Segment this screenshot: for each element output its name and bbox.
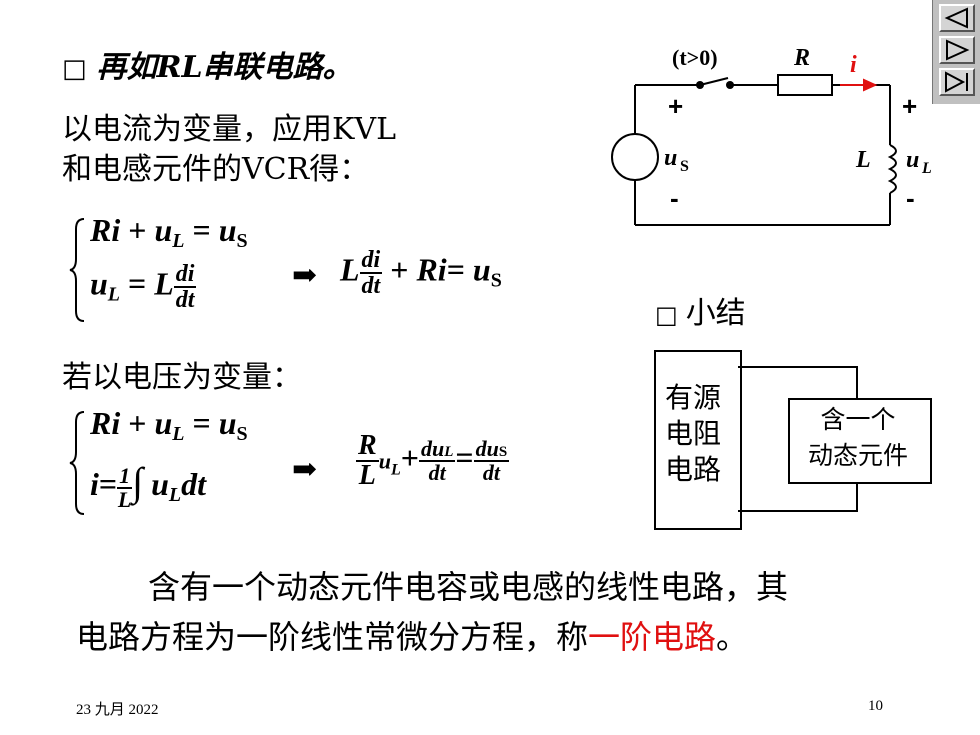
summary-heading: □小结: [655, 288, 746, 332]
prev-slide-button[interactable]: [939, 4, 975, 32]
inductor-icon: [887, 144, 897, 194]
source-label: u: [664, 145, 677, 171]
inductor-label: L: [855, 147, 871, 173]
equation-1-row-1: Ri + uL = uS: [90, 212, 248, 252]
footer-date: 23 九月 2022: [76, 702, 159, 718]
voltage-source-icon: [611, 133, 659, 181]
bullet-box-icon: □: [655, 301, 678, 329]
page-number: 10: [868, 698, 883, 714]
arrow-icon-2: ➡: [292, 452, 318, 487]
conclusion-line-1: 含有一个动态元件电容或电感的线性电路，其: [148, 568, 789, 606]
first-order-circuit-term: 一阶电路: [588, 618, 717, 656]
title-text: 再如RL串联电路。: [96, 50, 353, 85]
inner-box-dynamic-element: [788, 398, 932, 484]
triangle-right-bar-icon: [945, 71, 968, 93]
intro-line-1: 以电流为变量，应用KVL: [62, 112, 396, 147]
resistor-label: R: [793, 45, 810, 71]
source-minus: -: [670, 183, 679, 213]
outer-box-active-resistive: [654, 350, 742, 530]
equation-2-row-1: Ri + uL = uS: [90, 405, 248, 445]
last-slide-button[interactable]: [939, 68, 975, 96]
current-arrow-icon: [840, 78, 878, 92]
connector-right-bottom: [856, 480, 858, 512]
summary-label: 小结: [685, 296, 746, 331]
outer-box-text: 有源 电阻 电路: [665, 381, 722, 486]
switch-icon: [699, 77, 729, 86]
brace-icon-2: [69, 411, 85, 515]
triangle-left-icon: [944, 7, 968, 29]
source-label-sub: S: [680, 158, 689, 175]
rl-circuit-diagram: (t>0) R i + - u S + - L u L: [611, 45, 932, 226]
switch-label: (t>0): [672, 45, 718, 70]
voltage-intro: 若以电压为变量：: [62, 360, 302, 395]
inner-box-text: 含一个 动态元件: [807, 405, 908, 470]
source-plus: +: [668, 91, 683, 121]
intro-text: 以电流为变量，应用KVL 和电感元件的VCR得：: [62, 110, 396, 190]
next-slide-button[interactable]: [939, 36, 975, 64]
triangle-right-icon: [946, 39, 970, 61]
slide-title: □ 再如RL串联电路。: [62, 42, 353, 86]
inductor-voltage-label: u: [906, 147, 919, 173]
connector-top: [738, 366, 858, 368]
bullet-box-icon: □: [62, 54, 87, 84]
slide-navigation: [932, 0, 980, 104]
inductor-plus: +: [902, 91, 917, 121]
inductor-voltage-sub: L: [921, 160, 932, 177]
arrow-icon-1: ➡: [292, 258, 318, 293]
conclusion-line-2: 电路方程为一阶线性常微分方程，称一阶电路。: [76, 618, 749, 656]
current-label: i: [850, 52, 857, 78]
resistor-icon: [777, 74, 833, 96]
inductor-minus: -: [906, 183, 915, 213]
intro-line-2: 和电感元件的VCR得：: [62, 152, 370, 187]
connector-bottom: [738, 510, 858, 512]
connector-right-top: [856, 366, 858, 398]
brace-icon-1: [69, 218, 85, 322]
